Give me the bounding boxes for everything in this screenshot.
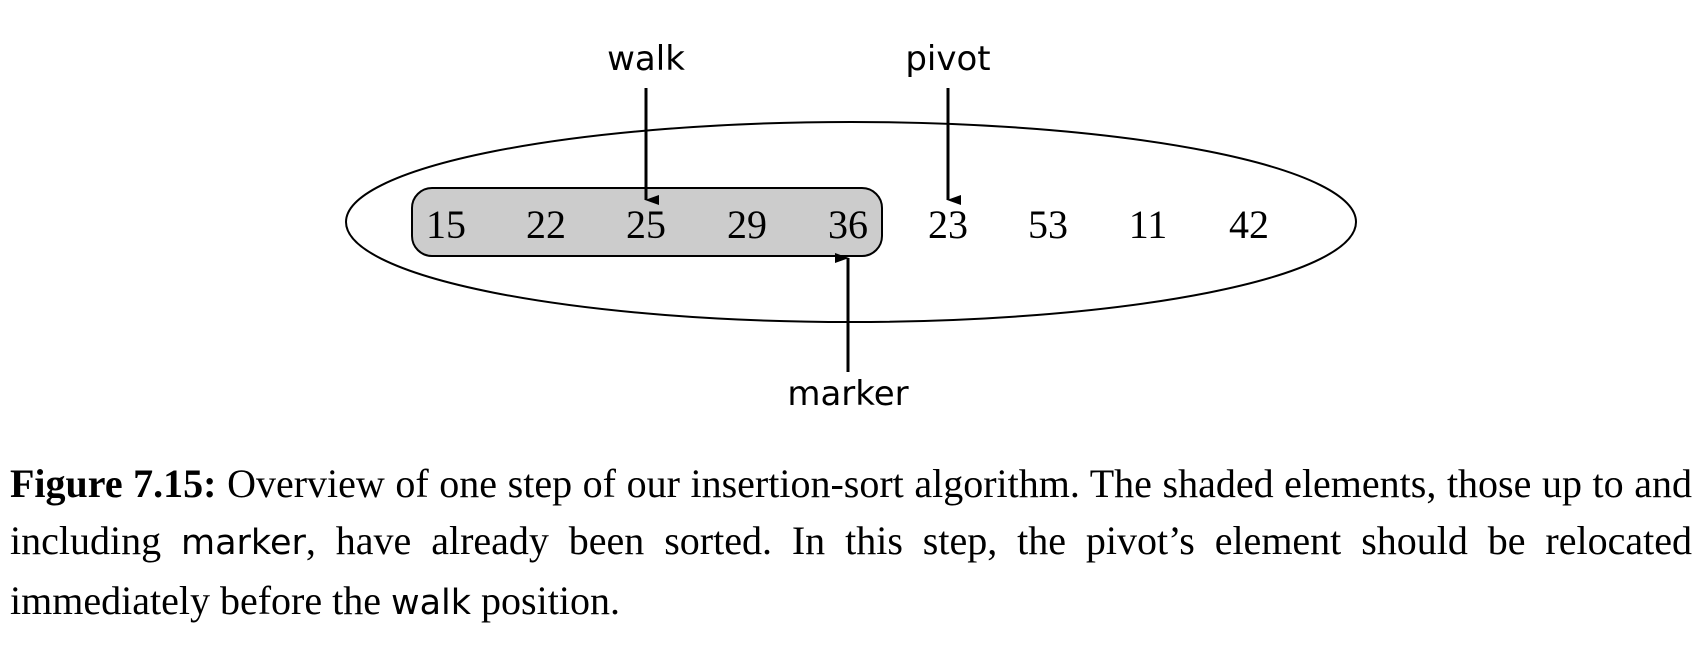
marker-label: marker	[787, 374, 908, 414]
list-item: 15	[426, 202, 466, 247]
walk-label: walk	[607, 39, 685, 79]
list-ellipse	[345, 121, 1357, 323]
insertion-sort-diagram: 15 22 25 29 36 23 53 11 42 walk pivot ma…	[345, 39, 1357, 414]
caption-text: position.	[471, 578, 620, 623]
sorted-values: 15 22 25 29 36	[426, 202, 868, 247]
figure-label: Figure 7.15:	[10, 461, 217, 506]
list-item: 22	[526, 202, 566, 247]
caption-code-marker: marker	[181, 523, 306, 563]
list-item: 23	[928, 202, 968, 247]
pivot-label: pivot	[905, 39, 990, 79]
list-item: 25	[626, 202, 666, 247]
list-item: 42	[1229, 202, 1269, 247]
caption-text: , have already been sorted. In this step…	[10, 518, 1692, 623]
caption-code-walk: walk	[390, 583, 472, 623]
figure-caption: Figure 7.15: Overview of one step of our…	[10, 455, 1692, 632]
list-item: 36	[828, 202, 868, 247]
unsorted-values: 23 53 11 42	[928, 202, 1269, 247]
list-item: 11	[1129, 202, 1168, 247]
list-item: 29	[727, 202, 767, 247]
caption-text: Overview of one step of our insertion-so…	[10, 461, 1693, 563]
list-item: 53	[1028, 202, 1068, 247]
